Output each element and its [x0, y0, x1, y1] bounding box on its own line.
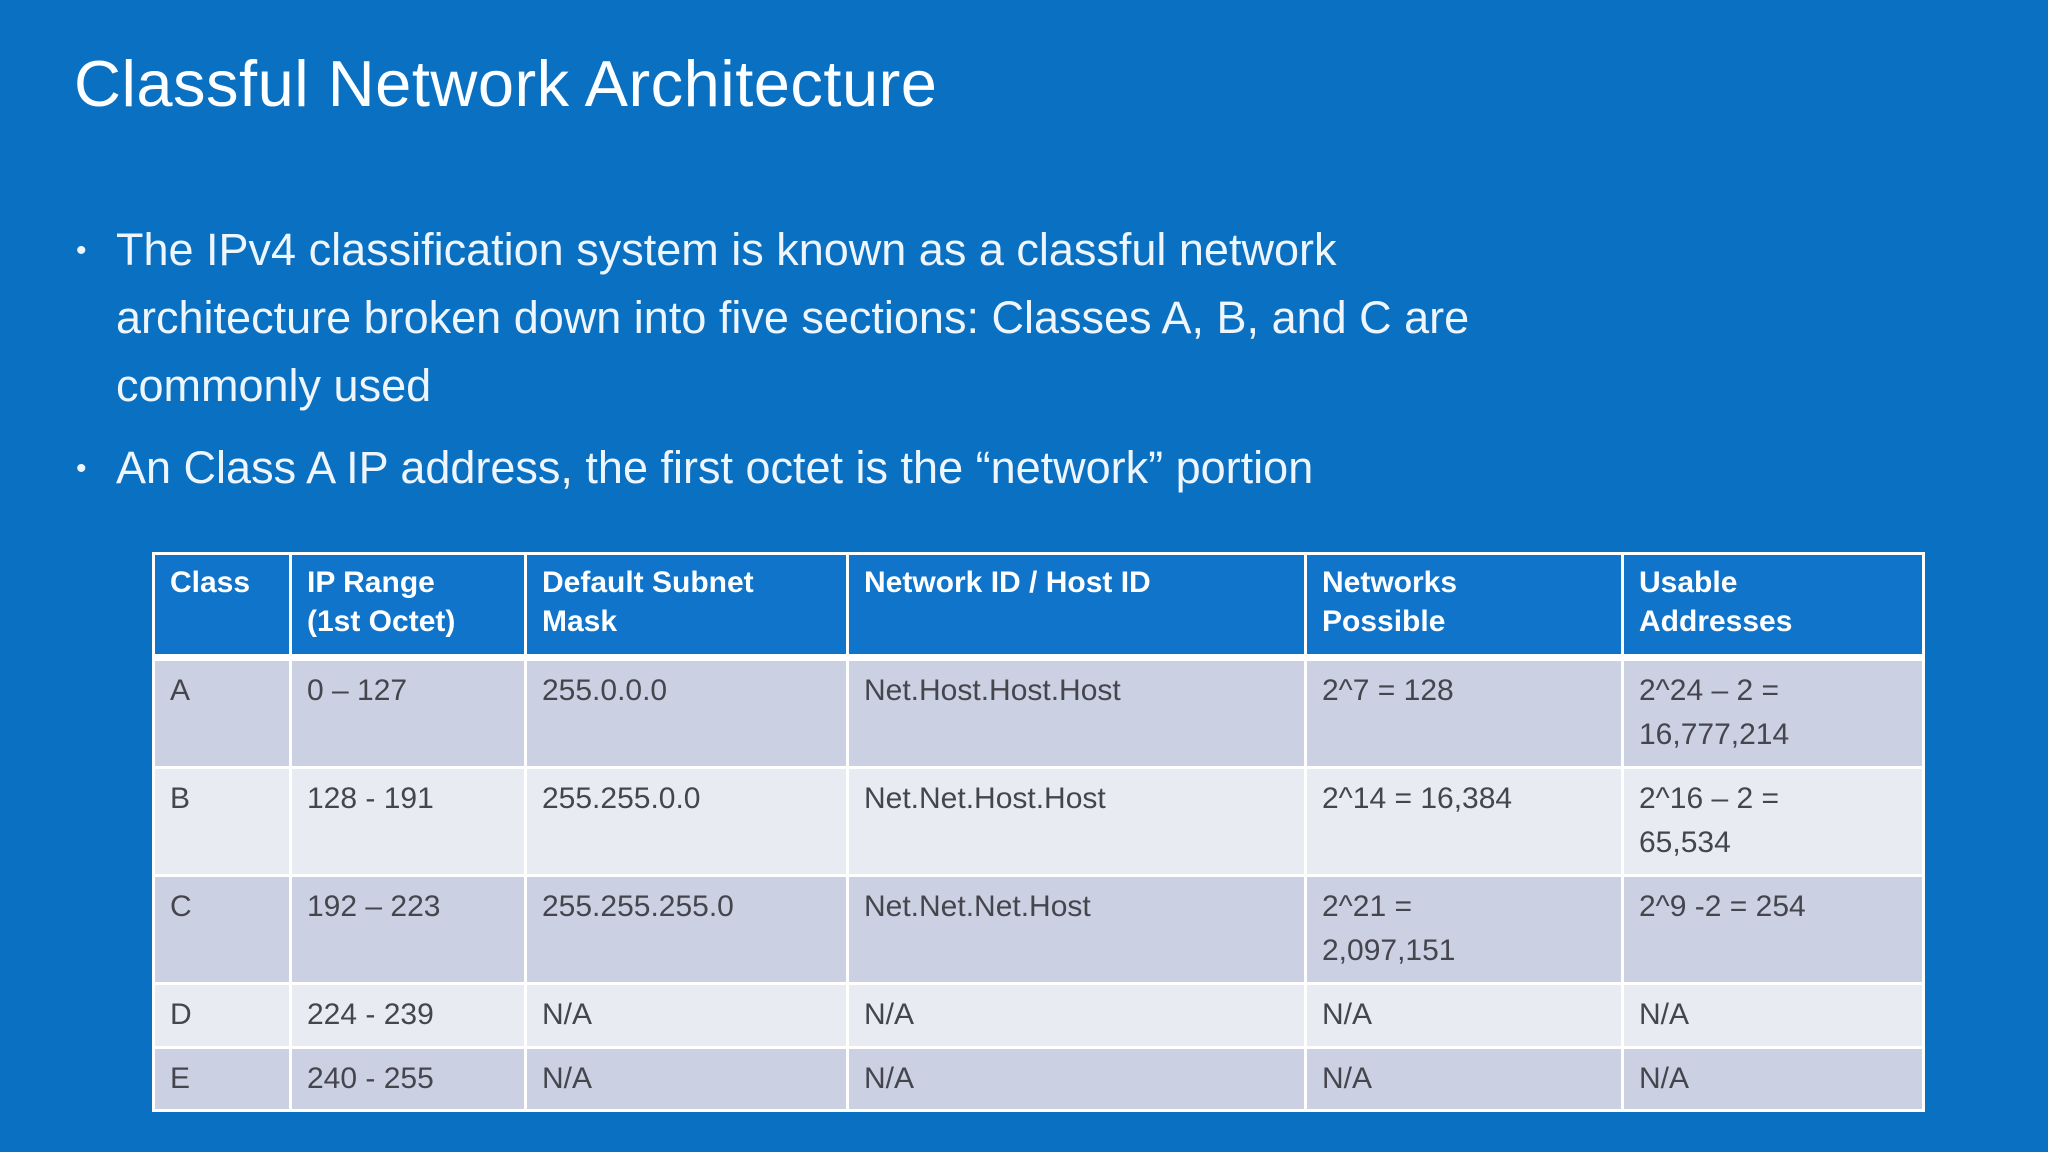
table-cell: 255.255.255.0: [524, 874, 849, 985]
bullet-marker: •: [76, 234, 87, 267]
bullet-item: • The IPv4 classification system is know…: [76, 216, 1936, 420]
table-cell: B: [152, 766, 292, 877]
table-cell: 240 - 255: [289, 1046, 527, 1112]
table-cell: 255.0.0.0: [524, 656, 849, 769]
table-cell: 128 - 191: [289, 766, 527, 877]
table-cell: 224 - 239: [289, 982, 527, 1049]
table-cell: 2^24 – 2 = 16,777,214: [1621, 656, 1925, 769]
table-cell: N/A: [846, 1046, 1307, 1112]
table-header-row: Class IP Range (1st Octet) Default Subne…: [152, 552, 1925, 661]
header-cell-ip-range: IP Range (1st Octet): [289, 552, 527, 661]
table-cell: 2^7 = 128: [1304, 656, 1624, 769]
table-cell: 255.255.0.0: [524, 766, 849, 877]
table-cell: Net.Host.Host.Host: [846, 656, 1307, 769]
table-cell: Net.Net.Net.Host: [846, 874, 1307, 985]
table-row-class-c: C 192 – 223 255.255.255.0 Net.Net.Net.Ho…: [152, 874, 1925, 985]
classful-network-table: Class IP Range (1st Octet) Default Subne…: [152, 552, 1925, 1112]
table-cell: E: [152, 1046, 292, 1112]
bullet-list: • The IPv4 classification system is know…: [76, 216, 1936, 518]
bullet-text: The IPv4 classification system is known …: [116, 224, 1470, 411]
table-cell: A: [152, 656, 292, 769]
table-cell: Net.Net.Host.Host: [846, 766, 1307, 877]
table-cell: N/A: [1621, 982, 1925, 1049]
table-cell: 0 – 127: [289, 656, 527, 769]
table-cell: 2^9 -2 = 254: [1621, 874, 1925, 985]
table-cell: C: [152, 874, 292, 985]
header-cell-subnet-mask: Default Subnet Mask: [524, 552, 849, 661]
table-row-class-d: D 224 - 239 N/A N/A N/A N/A: [152, 982, 1925, 1049]
table-cell: N/A: [1304, 1046, 1624, 1112]
header-cell-usable: Usable Addresses: [1621, 552, 1925, 661]
table-row-class-a: A 0 – 127 255.0.0.0 Net.Host.Host.Host 2…: [152, 656, 1925, 769]
table-cell: N/A: [524, 982, 849, 1049]
bullet-item: • An Class A IP address, the first octet…: [76, 434, 1936, 504]
header-cell-class: Class: [152, 552, 292, 661]
header-cell-networks: Networks Possible: [1304, 552, 1624, 661]
table-cell: 2^16 – 2 = 65,534: [1621, 766, 1925, 877]
slide-title: Classful Network Architecture: [74, 47, 938, 120]
table-row-class-e: E 240 - 255 N/A N/A N/A N/A: [152, 1046, 1925, 1112]
bullet-text: An Class A IP address, the first octet i…: [116, 442, 1314, 493]
table-cell: N/A: [1304, 982, 1624, 1049]
table-cell: D: [152, 982, 292, 1049]
table-row-class-b: B 128 - 191 255.255.0.0 Net.Net.Host.Hos…: [152, 766, 1925, 877]
table-cell: 192 – 223: [289, 874, 527, 985]
header-cell-net-host-id: Network ID / Host ID: [846, 552, 1307, 661]
table-cell: N/A: [846, 982, 1307, 1049]
table-cell: 2^21 = 2,097,151: [1304, 874, 1624, 985]
table-cell: N/A: [524, 1046, 849, 1112]
table-cell: N/A: [1621, 1046, 1925, 1112]
table-cell: 2^14 = 16,384: [1304, 766, 1624, 877]
bullet-marker: •: [76, 452, 87, 485]
